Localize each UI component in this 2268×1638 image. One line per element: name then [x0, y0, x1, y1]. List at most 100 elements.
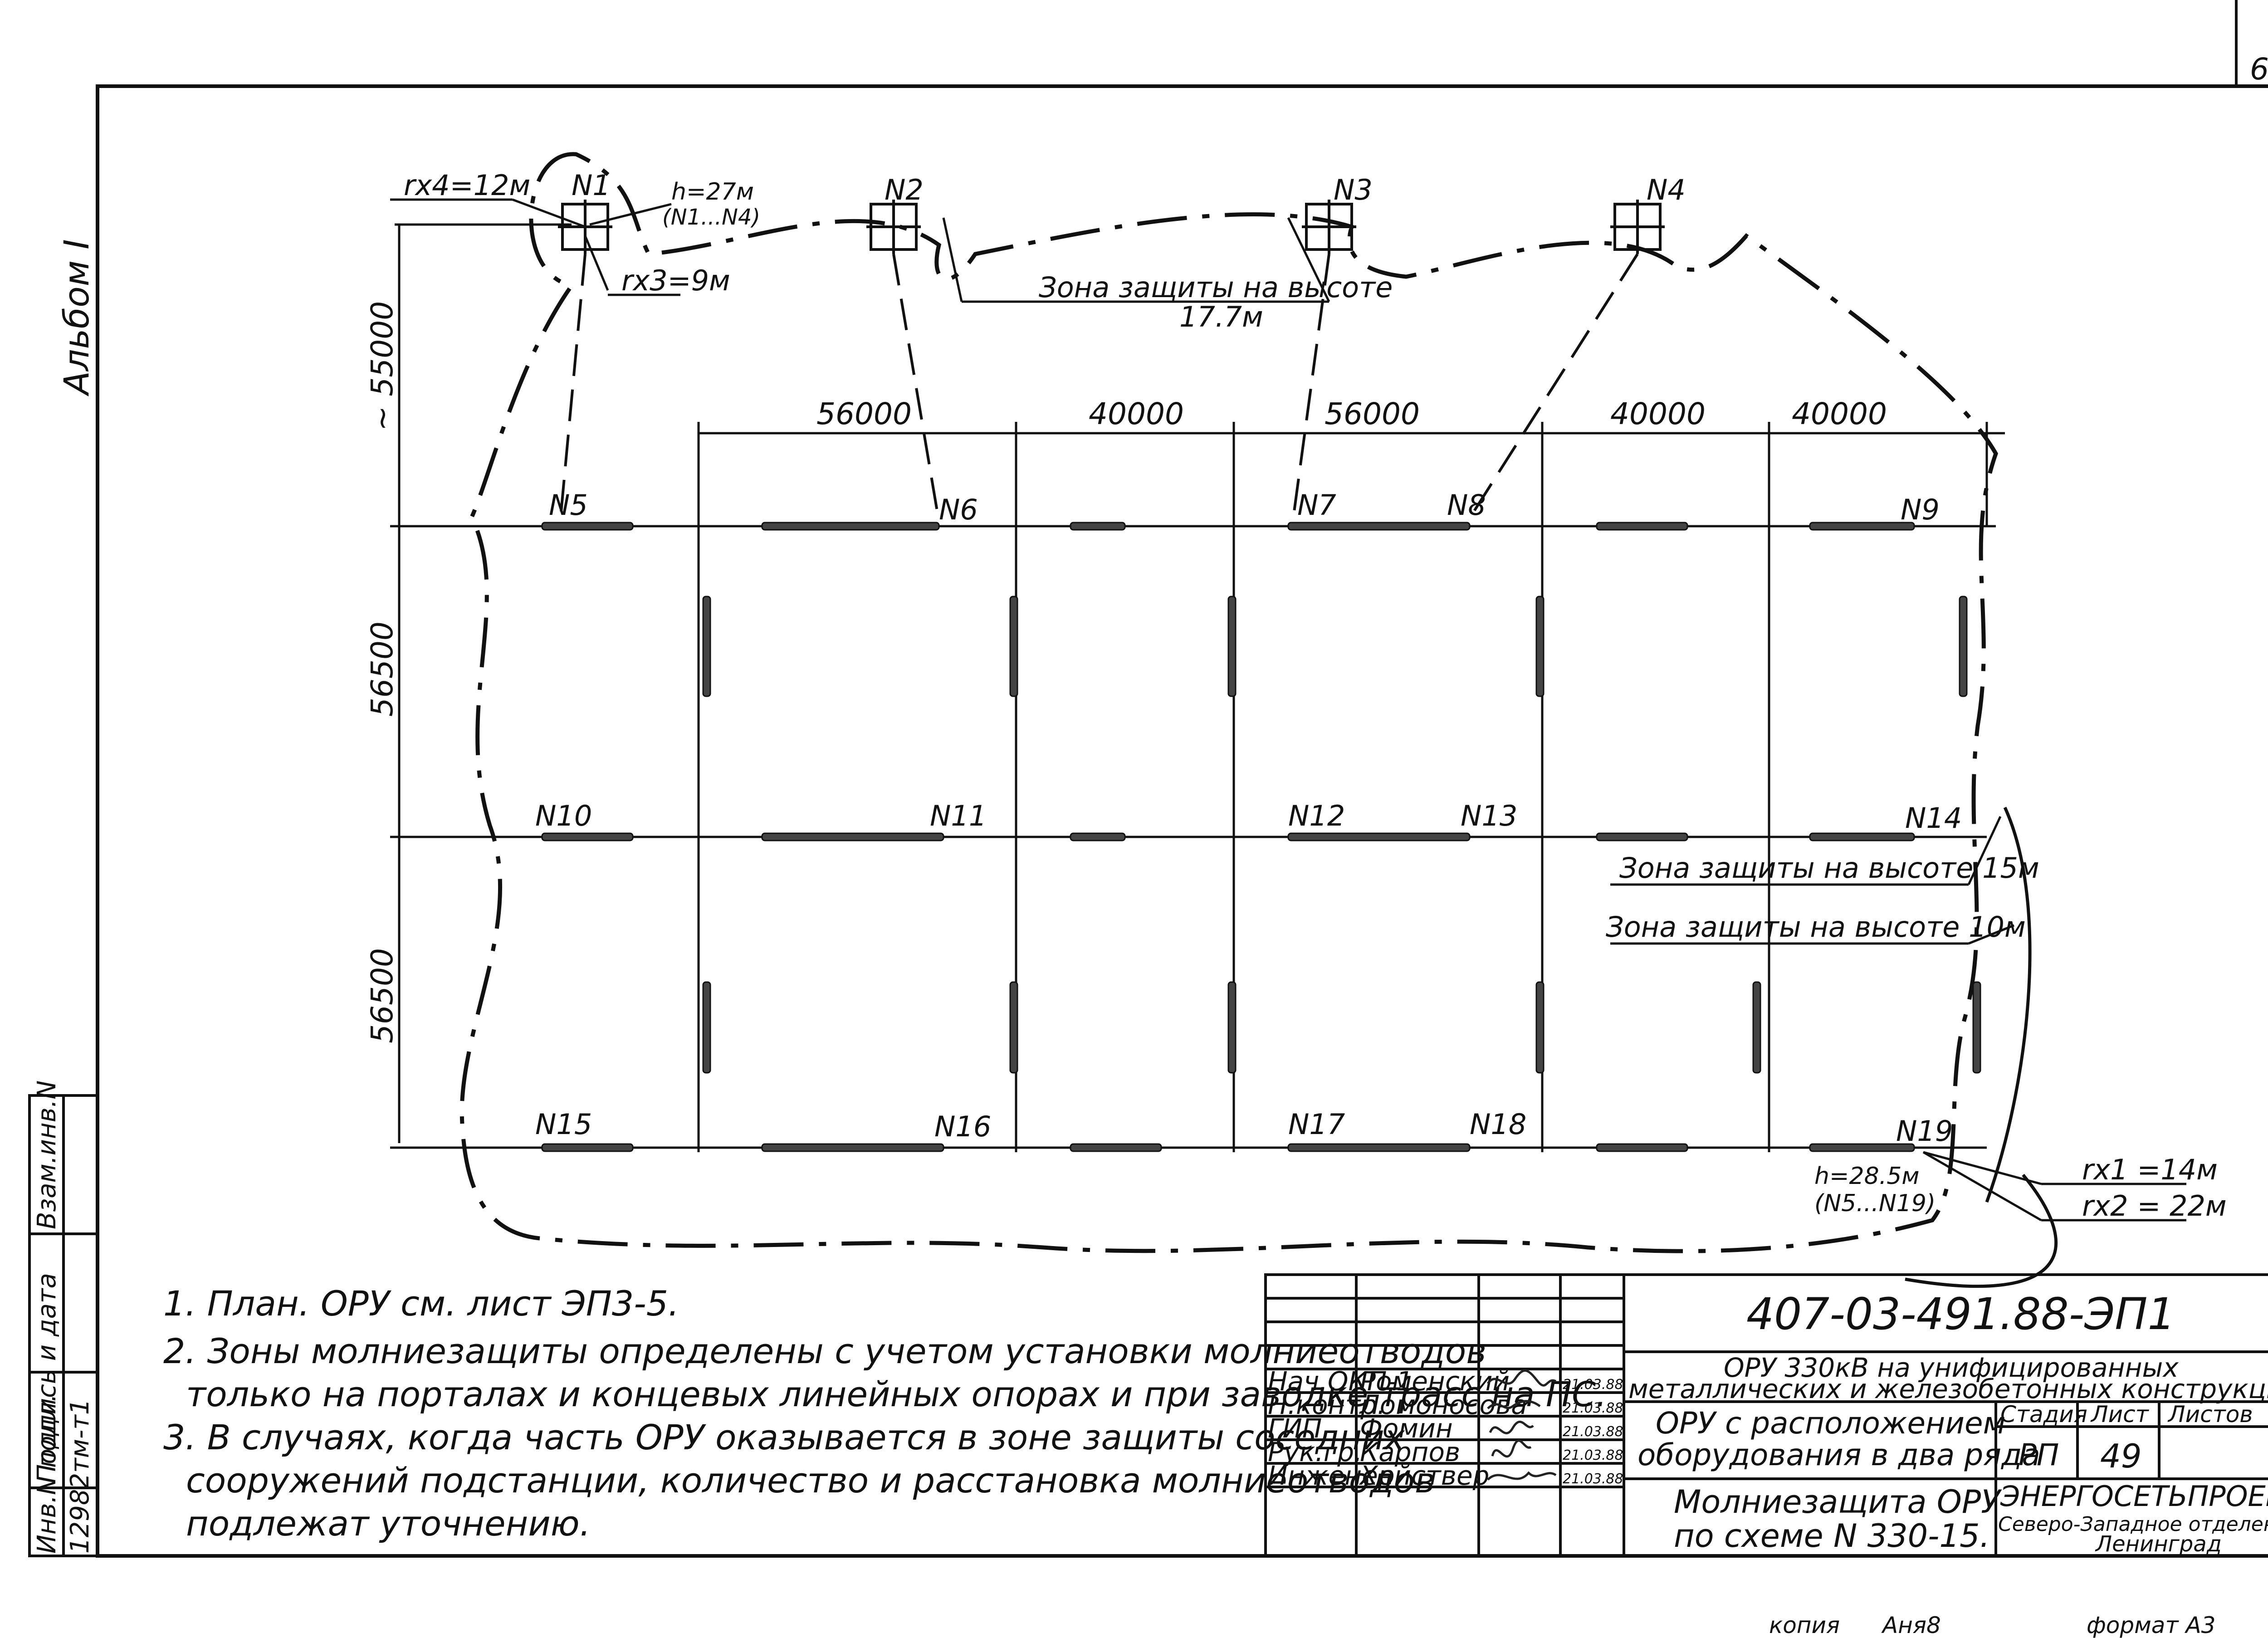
- stage-value: РП: [2019, 1438, 2059, 1472]
- sheet-corner-number: 6.: [2250, 52, 2268, 87]
- copy-author: Аня8: [1881, 1612, 1941, 1638]
- pole-label: N13: [1461, 799, 1517, 832]
- sheet-value: 49: [2100, 1437, 2142, 1475]
- side-stamp-cell: Инв.N подл.: [32, 1394, 62, 1554]
- pole-label: N2: [885, 173, 924, 206]
- dim-label: 56000: [816, 396, 912, 431]
- dim-label: 56500: [365, 621, 400, 717]
- pole-label: N16: [934, 1110, 991, 1143]
- date-cell: 21.03.88: [1563, 1471, 1623, 1487]
- leader-lines: [390, 198, 2186, 1222]
- side-stamp-cell: Подпись и дата: [32, 1273, 62, 1483]
- zone-upper-height: 17.7м: [1179, 300, 1263, 333]
- zone-10m-arc: [1905, 1173, 2058, 1288]
- pole-label: N4: [1647, 173, 1686, 206]
- copy-label: копия: [1769, 1612, 1840, 1638]
- h-portal-range: (N5...N19): [1814, 1190, 1936, 1217]
- role-cell: Инженер: [1268, 1460, 1395, 1491]
- stage-header: Стадия: [2000, 1401, 2087, 1428]
- portal-labels: N5 N6 N7 N8 N9 N10 N11 N12 N13 N14 N15 N…: [535, 489, 1962, 1148]
- zone-15-label: Зона защиты на высоте 15м: [1619, 851, 2039, 885]
- sheet-frame: [96, 0, 2268, 1558]
- title-block-frame: [1264, 1273, 2268, 1557]
- note-line: сооружений подстанции, количество и расс…: [186, 1460, 1435, 1501]
- drawing-title-line: Молниезащита ОРУ: [1674, 1483, 2002, 1521]
- pole-label: N9: [1901, 493, 1940, 526]
- org-branch: Северо-Западное отделение: [1998, 1513, 2268, 1536]
- zone-upper-label: Зона защиты на высоте: [1039, 271, 1393, 304]
- portal-bars: [541, 522, 1915, 1152]
- role-cell: ГИП: [1268, 1413, 1322, 1444]
- name-cell: Хействер: [1359, 1460, 1489, 1491]
- org-branch: Ленинград: [2095, 1531, 2222, 1557]
- pole-label: N17: [1288, 1108, 1345, 1141]
- name-cell: Фомин: [1360, 1413, 1453, 1444]
- note-line: 1. План. ОРУ см. лист ЭП3-5.: [163, 1283, 679, 1324]
- handwritten-signatures: [1486, 1369, 1557, 1481]
- pole-label: N6: [939, 493, 978, 526]
- pole-label: N19: [1896, 1115, 1953, 1148]
- dim-label: ~ 55000: [365, 301, 400, 431]
- date-cell: 21.03.88: [1563, 1424, 1623, 1440]
- role-cell: Рук.гр.: [1268, 1437, 1363, 1467]
- role-cell: Нач.ОКП-1: [1268, 1366, 1413, 1397]
- subtitle-line: ОРУ с расположением: [1656, 1406, 2005, 1441]
- lightning-rod-n3: [1302, 200, 1356, 254]
- side-stamp-cell: Взам.инв.N: [32, 1081, 62, 1229]
- org-name: ЭНЕРГОСЕТЬПРОЕКТ: [2000, 1480, 2268, 1513]
- side-stamp-cell: 12982тм-т1: [65, 1399, 95, 1554]
- h-top-range: (N1...N4): [662, 205, 760, 230]
- name-cell: Роменский: [1360, 1366, 1510, 1397]
- sheet-header: Лист: [2090, 1401, 2150, 1428]
- album-label: Альбом I: [56, 239, 97, 397]
- date-cell: 21.03.88: [1563, 1447, 1623, 1463]
- lightning-rod-n2: [866, 200, 921, 254]
- note-line: 3. В случаях, когда часть ОРУ оказываетс…: [163, 1417, 1405, 1457]
- rx4-label: rx4=12м: [404, 169, 530, 202]
- sheets-header: Листов: [2167, 1401, 2253, 1428]
- h-top-label: h=27м: [671, 178, 754, 205]
- protection-zone-outline: [459, 152, 1998, 1253]
- horizontal-dimensions: 56000 40000 56000 40000 40000: [816, 396, 1887, 431]
- h-portal-label: h=28.5м: [1814, 1163, 1920, 1190]
- signature-rows: Нач.ОКП-1 Роменский 21.03.88 Н.контр. Ло…: [1268, 1366, 1623, 1491]
- note-line: 2. Зоны молниезащиты определены с учетом…: [163, 1331, 1486, 1371]
- side-stamp: [28, 1094, 99, 1557]
- pole-label: N8: [1447, 489, 1486, 522]
- pole-label: N11: [930, 799, 987, 832]
- note-line: подлежат уточнению.: [186, 1503, 591, 1544]
- dim-label: 56500: [365, 948, 400, 1043]
- role-cell: Н.контр.: [1268, 1389, 1386, 1420]
- doc-code: 407-03-491.88-ЭП1: [1746, 1289, 2175, 1340]
- rx1-label: rx1 =14м: [2082, 1153, 2218, 1186]
- dim-label: 40000: [1610, 396, 1706, 431]
- rx2-label: rx2 = 22м: [2082, 1189, 2227, 1222]
- lightning-rod-n4: [1610, 200, 1665, 254]
- pole-label: N3: [1334, 173, 1373, 206]
- top-lightning-rods: [558, 200, 1665, 254]
- subtitle-line: оборудования в два ряда: [1637, 1438, 2040, 1472]
- vertical-bars: [702, 596, 1981, 1074]
- date-cell: 21.03.88: [1563, 1400, 1623, 1416]
- drawing-title-line: по схеме N 330-15.: [1674, 1517, 1990, 1555]
- pole-label: N10: [535, 799, 592, 832]
- pole-label: N12: [1288, 799, 1345, 832]
- pole-label: N14: [1905, 802, 1962, 835]
- date-cell: 21.03.88: [1563, 1377, 1623, 1393]
- object-title-line: ОРУ 330кВ на унифицированных: [1724, 1352, 2179, 1383]
- rod-connection-lines: [559, 253, 1639, 523]
- object-title-line: металлических и железобетонных конструкц…: [1628, 1374, 2268, 1404]
- pole-label: N5: [549, 489, 588, 522]
- dim-label: 40000: [1792, 396, 1887, 431]
- dimension-lines: [390, 223, 2005, 1152]
- format-label: формат А3: [2087, 1612, 2215, 1638]
- pole-label: N15: [535, 1108, 592, 1141]
- name-cell: Карпов: [1360, 1437, 1460, 1467]
- zone-10-label: Зона защиты на высоте 10м: [1606, 910, 2026, 944]
- pole-label: N7: [1297, 489, 1336, 522]
- dim-label: 56000: [1325, 396, 1420, 431]
- notes: 1. План. ОРУ см. лист ЭП3-5. 2. Зоны мол…: [163, 1283, 1607, 1544]
- zone-15m-arc: [1985, 807, 2032, 1203]
- rx3-label: rx3=9м: [621, 264, 730, 297]
